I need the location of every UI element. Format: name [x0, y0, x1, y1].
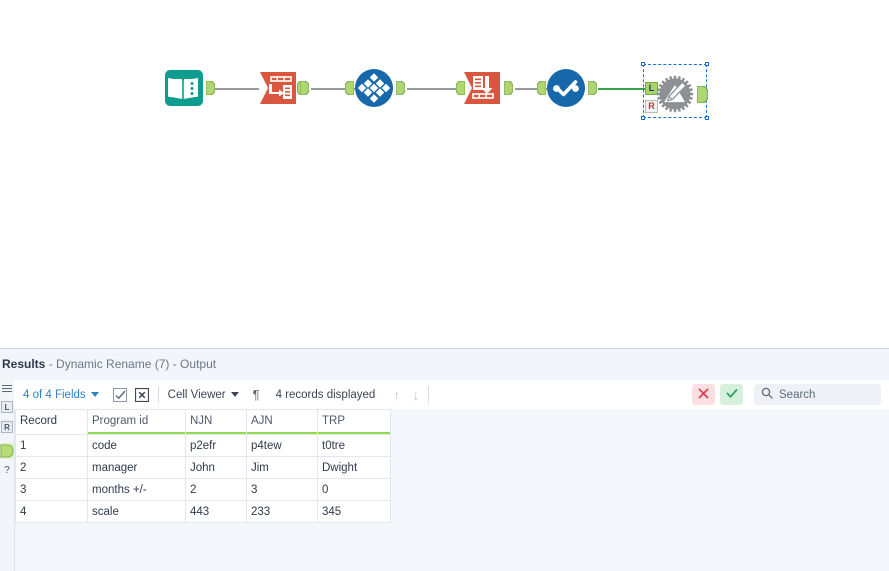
workflow-canvas[interactable]: L R [0, 0, 889, 348]
cell-program-id[interactable]: code [87, 434, 186, 457]
cell-record: 3 [15, 478, 88, 501]
connector-2-3[interactable] [311, 88, 355, 90]
column-header-record[interactable]: Record [15, 409, 88, 432]
results-rail: L R ? [0, 380, 14, 571]
cell-ajn[interactable]: p4tew [246, 434, 318, 457]
checked-box-icon[interactable] [112, 387, 127, 402]
cell-trp[interactable]: Dwight [317, 456, 391, 479]
cell-program-id[interactable]: manager [87, 456, 186, 479]
cell-njn[interactable]: 2 [185, 478, 247, 501]
search-icon [761, 386, 773, 404]
grid-header-row: Record Program id NJN AJN TRP [15, 409, 391, 432]
cell-trp[interactable]: t0tre [317, 434, 391, 457]
workflow-nodes-layer: L R [162, 62, 709, 120]
results-grid: Record Program id NJN AJN TRP 1 cod [15, 409, 391, 523]
connector-4-5[interactable] [515, 88, 547, 90]
results-source-label: - Dynamic Rename (7) - Output [45, 357, 217, 371]
table-row[interactable]: 4 scale 443 233 345 [15, 500, 391, 523]
cell-record: 1 [15, 434, 88, 457]
column-header-program-id[interactable]: Program id [87, 409, 186, 432]
fields-selector[interactable]: 4 of 4 Fields [23, 389, 99, 401]
cell-viewer-label: Cell Viewer [167, 388, 226, 401]
cell-record: 4 [15, 500, 88, 523]
output-anchor-node-2[interactable] [300, 81, 309, 95]
search-placeholder: Search [779, 388, 816, 401]
search-input[interactable]: Search [754, 384, 881, 405]
scroll-up-button[interactable]: ↑ [393, 386, 401, 403]
input-anchor-label-right[interactable]: R [645, 100, 658, 113]
cell-ajn[interactable]: 3 [246, 478, 318, 501]
output-anchor-node-4[interactable] [504, 81, 513, 95]
column-header-trp[interactable]: TRP [317, 409, 391, 432]
column-header-ajn[interactable]: AJN [246, 409, 318, 432]
output-anchor-node-6[interactable] [697, 86, 708, 103]
selection-handle-tr[interactable] [705, 62, 709, 66]
cell-record: 2 [15, 456, 88, 479]
rail-left-input-button[interactable]: L [1, 401, 13, 413]
cell-program-id[interactable]: months +/- [87, 478, 186, 501]
toolbar-divider-2 [428, 386, 430, 403]
output-anchor-node-1[interactable] [206, 81, 215, 95]
scroll-down-button[interactable]: ↓ [412, 386, 420, 403]
results-pane: Results - Dynamic Rename (7) - Output L … [0, 348, 889, 571]
cell-njn[interactable]: John [185, 456, 247, 479]
hamburger-icon[interactable] [2, 385, 12, 394]
node-directory-tool[interactable] [162, 66, 206, 110]
node-dynamic-output-tool[interactable] [460, 66, 504, 110]
selection-handle-bl[interactable] [641, 116, 645, 120]
pilcrow-icon[interactable]: ¶ [252, 387, 260, 402]
results-grid-container[interactable]: Record Program id NJN AJN TRP 1 cod [14, 409, 889, 571]
connector-3-4[interactable] [407, 88, 463, 90]
table-row[interactable]: 2 manager John Jim Dwight [15, 456, 391, 479]
x-box-icon[interactable] [134, 387, 149, 402]
selection-handle-br[interactable] [705, 116, 709, 120]
cell-trp[interactable]: 0 [317, 478, 391, 501]
cell-njn[interactable]: 443 [185, 500, 247, 523]
grid-body: 1 code p2efr p4tew t0tre 2 manager John … [15, 434, 391, 523]
chevron-down-icon-viewer [230, 392, 239, 397]
cell-njn[interactable]: p2efr [185, 434, 247, 457]
column-header-njn[interactable]: NJN [185, 409, 247, 432]
node-dynamic-rename-tool[interactable] [655, 74, 695, 114]
cell-viewer-selector[interactable]: Cell Viewer [168, 389, 239, 401]
table-row[interactable]: 3 months +/- 2 3 0 [15, 478, 391, 501]
records-displayed-label: 4 records displayed [275, 388, 376, 401]
node-transpose-tool[interactable] [352, 66, 396, 110]
help-icon[interactable]: ? [4, 465, 10, 476]
cell-ajn[interactable]: 233 [246, 500, 318, 523]
check-icon [726, 386, 738, 404]
rail-output-anchor[interactable] [0, 443, 14, 459]
grid-head: Record Program id NJN AJN TRP [15, 409, 391, 435]
output-anchor-node-5[interactable] [588, 81, 597, 95]
input-anchor-node-3[interactable] [345, 81, 354, 95]
results-toolbar: 4 of 4 Fields Cell Viewer ¶ 4 records [14, 380, 889, 409]
cell-trp[interactable]: 345 [317, 500, 391, 523]
connector-5-6[interactable] [598, 88, 648, 90]
table-row[interactable]: 1 code p2efr p4tew t0tre [15, 434, 391, 457]
close-results-button[interactable] [692, 384, 715, 405]
x-icon [698, 386, 709, 404]
cell-program-id[interactable]: scale [87, 500, 186, 523]
confirm-results-button[interactable] [720, 384, 743, 405]
chevron-down-icon [90, 392, 99, 397]
output-anchor-node-3[interactable] [396, 81, 405, 95]
input-anchor-label-left[interactable]: L [645, 82, 658, 95]
fields-selector-label: 4 of 4 Fields [23, 388, 86, 401]
cell-ajn[interactable]: Jim [246, 456, 318, 479]
results-title-bar: Results - Dynamic Rename (7) - Output [0, 349, 889, 380]
grid-header-underline-row [15, 431, 391, 435]
node-dynamic-input-tool[interactable] [256, 66, 300, 110]
input-anchor-node-4[interactable] [456, 81, 465, 95]
input-anchor-node-5[interactable] [537, 81, 546, 95]
connector-1-2[interactable] [215, 88, 259, 90]
rail-right-input-button[interactable]: R [1, 421, 13, 433]
underline-trp [317, 431, 391, 435]
selection-handle-tl[interactable] [641, 62, 645, 66]
node-data-cleansing-tool[interactable] [544, 66, 588, 110]
results-label: Results [2, 357, 46, 371]
toolbar-divider-1 [157, 386, 159, 403]
